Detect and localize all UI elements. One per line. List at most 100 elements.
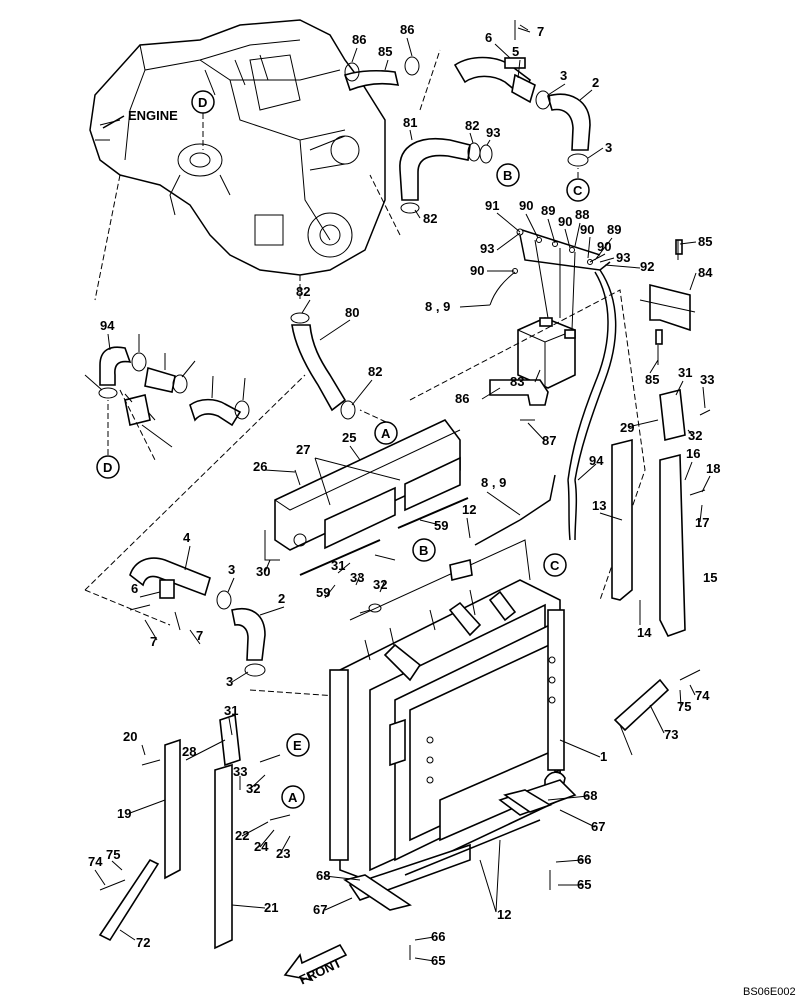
- engine-assembly: [89, 19, 386, 301]
- clamp-90-left: [344, 62, 360, 82]
- callout-a-lower-label: A: [288, 790, 298, 805]
- hose-89: [343, 69, 400, 92]
- strip-33-a: [299, 539, 381, 576]
- clamp-3-upper-b: [567, 153, 589, 167]
- bracket-6-left: [159, 579, 175, 599]
- label-6-left: 6: [131, 581, 138, 596]
- label-25: 26: [253, 459, 267, 474]
- pipe-end-5: [511, 73, 536, 104]
- drawing-code: BS06E002: [743, 986, 796, 998]
- label-15: 16: [686, 446, 700, 461]
- engine-label-arrow: [102, 115, 125, 129]
- cable-10: [474, 519, 521, 546]
- label-71: 84: [698, 265, 713, 280]
- label-23: 24: [254, 839, 269, 854]
- label-6-top: 6: [485, 30, 492, 45]
- label-73: 86: [455, 391, 469, 406]
- label-59-right: 65: [577, 877, 591, 892]
- label-80-a: 93: [480, 241, 494, 256]
- cable-93-upper: [574, 269, 617, 481]
- plate-20: [214, 763, 233, 950]
- label-22: 23: [276, 846, 290, 861]
- bracket-85: [124, 394, 151, 426]
- clamp-3-lower: [244, 663, 266, 677]
- clamp-82: [131, 352, 147, 372]
- label-69-engine: 82: [296, 284, 310, 299]
- hose-87: [189, 398, 242, 427]
- part-labels: 86 86 85 6 7 5 3 2 3 81 82 93 82 91 90 8…: [88, 22, 720, 968]
- bracket-71: [639, 239, 696, 345]
- label-11: 12: [497, 907, 511, 922]
- hose-81: [99, 346, 132, 386]
- label-81: 94: [100, 318, 115, 333]
- callout-b-lower: [412, 538, 436, 562]
- cable-92: [567, 271, 609, 481]
- label-69-top: 82: [465, 118, 479, 133]
- clamp-3-upper: [535, 90, 551, 110]
- label-67: 80: [345, 305, 359, 320]
- callout-c-lower: [543, 553, 567, 577]
- label-75: 88: [575, 207, 589, 222]
- callout-b-top-label: B: [503, 168, 512, 183]
- label-3-right: 3: [605, 140, 612, 155]
- label-72-mid: 85: [645, 372, 659, 387]
- label-91: 93: [486, 125, 500, 140]
- clamp-69-b: [400, 202, 420, 214]
- label-29: 30: [256, 564, 270, 579]
- label-90-b: 86: [400, 22, 414, 37]
- hose-67: [291, 324, 347, 412]
- label-31-left: 32: [246, 781, 260, 796]
- label-1: 1: [600, 749, 607, 764]
- leader-lines: [84, 27, 711, 962]
- clamp-88-b: [234, 400, 250, 420]
- label-61-left: 67: [313, 902, 327, 917]
- label-76-a: 89: [541, 203, 555, 218]
- label-30-left: 31: [224, 703, 238, 718]
- label-12: 13: [592, 498, 606, 513]
- label-30-right: 31: [678, 365, 692, 380]
- plate-14: [659, 453, 686, 637]
- label-32-left: 33: [233, 764, 247, 779]
- label-31-mid: 32: [373, 577, 387, 592]
- label-66-right: 75: [677, 699, 691, 714]
- label-72-top: 85: [698, 234, 712, 249]
- label-28: 29: [620, 420, 634, 435]
- label-3-bottom: 3: [226, 674, 233, 689]
- label-77-a: 90: [519, 198, 533, 213]
- label-31-right: 32: [688, 428, 702, 443]
- callout-c-top: [566, 178, 590, 202]
- label-3-left: 3: [228, 562, 235, 577]
- callouts: D B C A D B C E A: [96, 90, 590, 809]
- hose-2-upper: [547, 93, 591, 151]
- label-92: 94: [589, 453, 604, 468]
- label-17: 18: [706, 461, 720, 476]
- callout-a-lower: [281, 785, 305, 809]
- label-26: 27: [296, 442, 310, 457]
- callout-b-top: [496, 163, 520, 187]
- hose-2-lower: [231, 608, 266, 661]
- label-68: 81: [403, 115, 417, 130]
- label-64: 73: [664, 727, 678, 742]
- engine-label: ENGINE: [128, 108, 178, 123]
- clamp-90-right: [404, 56, 420, 76]
- label-32-mid: 33: [350, 570, 364, 585]
- label-89: 85: [378, 44, 392, 59]
- label-20: 21: [264, 900, 278, 915]
- label-2-top: 2: [592, 75, 599, 90]
- clamp-91: [479, 144, 493, 164]
- label-24: 25: [342, 430, 356, 445]
- label-7-left-a: 7: [150, 634, 157, 649]
- label-66-left: 75: [106, 847, 120, 862]
- bracket-6-top: [504, 57, 526, 69]
- label-80-b: 93: [616, 250, 630, 265]
- label-69-mid: 82: [423, 211, 437, 226]
- label-61-right: 67: [591, 819, 605, 834]
- bolts: [99, 20, 711, 960]
- label-65-right: 74: [695, 688, 710, 703]
- callout-d-left-label: D: [103, 460, 112, 475]
- tee-84: [144, 366, 176, 393]
- label-90-a: 86: [352, 32, 366, 47]
- label-27: 28: [182, 744, 196, 759]
